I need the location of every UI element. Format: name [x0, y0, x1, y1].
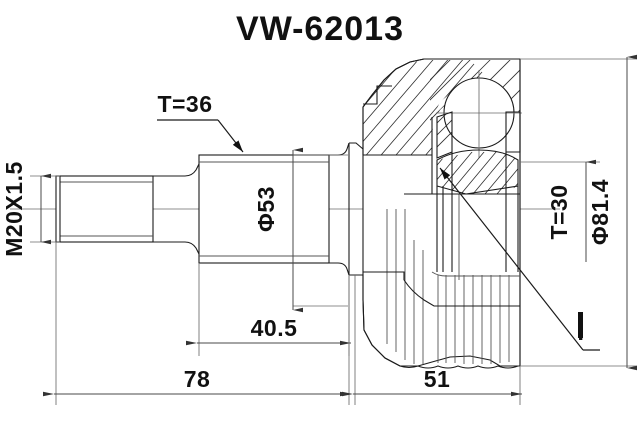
- detail-leader-line: [439, 167, 584, 351]
- housing-groove-step-upper: [363, 85, 392, 105]
- housing-neck-top: [349, 142, 364, 150]
- splined-shaft-body: [198, 142, 350, 276]
- cage-right: [505, 111, 521, 153]
- threaded-end: [55, 175, 154, 243]
- dimension-t36: T=36: [157, 91, 244, 153]
- threaded-shaft-assembly: [55, 163, 200, 255]
- dimension-t30: T=30: [520, 159, 600, 262]
- dimension-phi53: Φ53: [253, 147, 348, 313]
- inner-race: [436, 149, 519, 195]
- dimension-40-5: 40.5: [186, 263, 351, 356]
- page-title: VW-62013: [236, 10, 404, 48]
- cv-joint-housing: [349, 58, 522, 369]
- dimension-78: 78: [43, 242, 351, 405]
- label-thread-spec: M20X1.5: [1, 161, 27, 257]
- housing-upper-profile: [362, 58, 425, 155]
- detail-marker-i: [578, 312, 583, 338]
- housing-lower-profile: [362, 299, 520, 369]
- housing-lower-taper: [403, 279, 520, 307]
- step-fillet-top: [329, 142, 350, 156]
- label-inner-length: 40.5: [251, 315, 298, 341]
- housing-lower-shelf: [363, 271, 405, 280]
- label-joint-diameter: Φ81.4: [587, 179, 613, 245]
- label-shaft-diameter: Φ53: [253, 186, 279, 232]
- dimension-51: 51: [342, 275, 522, 405]
- label-left-length: 78: [184, 366, 211, 392]
- label-outer-spline-teeth: T=30: [546, 184, 572, 239]
- label-right-length: 51: [424, 366, 451, 392]
- housing-lower-splines: [349, 209, 520, 369]
- phi53-body: [198, 154, 330, 264]
- dimension-m20x1-5: M20X1.5: [1, 161, 60, 257]
- dimension-phi81-4: Φ81.4: [520, 54, 637, 371]
- shaft-fillet-top: [153, 163, 200, 177]
- housing-lower-step: [349, 274, 364, 300]
- label-inner-spline-teeth: T=36: [157, 91, 212, 117]
- step-fillet-bottom: [329, 262, 350, 276]
- shaft-fillet-bottom: [153, 241, 200, 255]
- t36-leader-line: [217, 119, 244, 153]
- housing-lower-inner-edge: [431, 271, 520, 277]
